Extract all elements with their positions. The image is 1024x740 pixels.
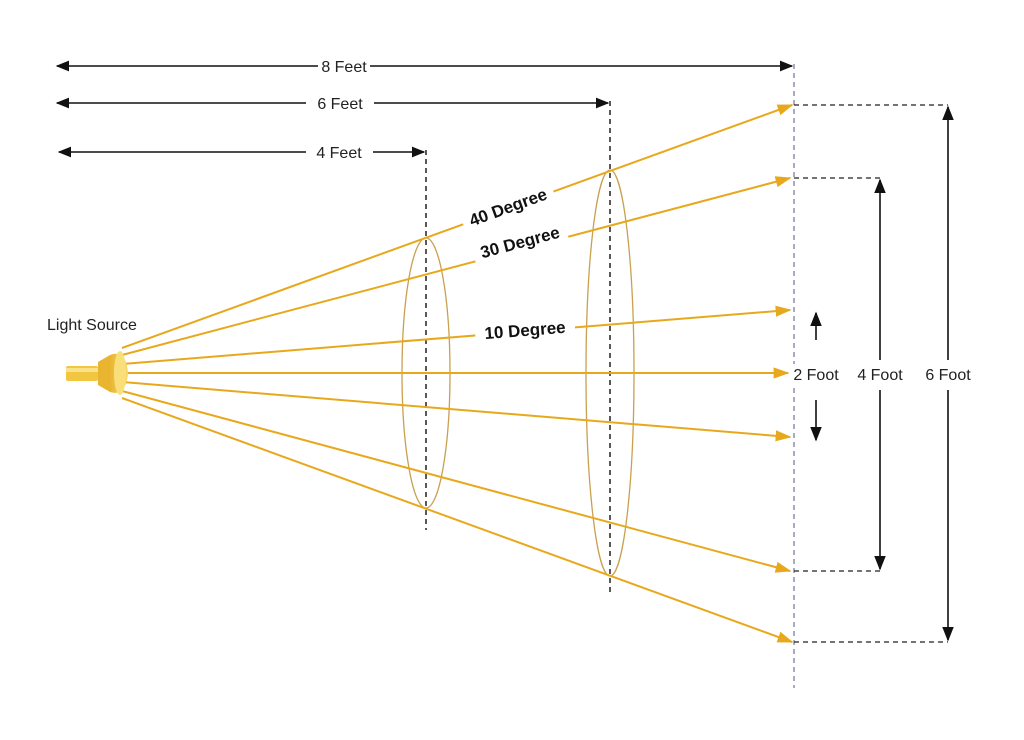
distance-label-6-feet: 6 Feet xyxy=(317,96,363,113)
distance-label-4-feet: 4 Feet xyxy=(316,145,362,162)
spread-label-4-foot: 4 Foot xyxy=(857,367,903,384)
light-source-lamp-icon xyxy=(66,351,128,395)
distance-6-feet: 6 Feet xyxy=(55,96,610,113)
ray-10-degree-bottom xyxy=(121,381,792,442)
angle-label-40-degree: 40 Degree xyxy=(467,185,550,231)
light-source-label: Light Source xyxy=(47,317,137,334)
ray-40-degree-bottom xyxy=(121,397,794,643)
distance-8-feet: 8 Feet xyxy=(55,59,794,76)
spread-label-6-foot: 6 Foot xyxy=(925,367,971,384)
distance-4-feet: 4 Feet xyxy=(57,145,426,162)
distance-label-8-feet: 8 Feet xyxy=(321,59,367,76)
ray-10-degree-top xyxy=(121,305,792,365)
spread-label-2-foot: 2 Foot xyxy=(793,367,839,384)
ray-40-degree-top xyxy=(121,104,794,349)
ray-30-degree-top xyxy=(121,176,792,356)
light-rays xyxy=(121,104,794,643)
ray-30-degree-bottom xyxy=(121,390,792,573)
angle-label-10-degree-group: 10 Degree xyxy=(474,314,576,344)
angle-label-30-degree: 30 Degree xyxy=(478,223,561,262)
